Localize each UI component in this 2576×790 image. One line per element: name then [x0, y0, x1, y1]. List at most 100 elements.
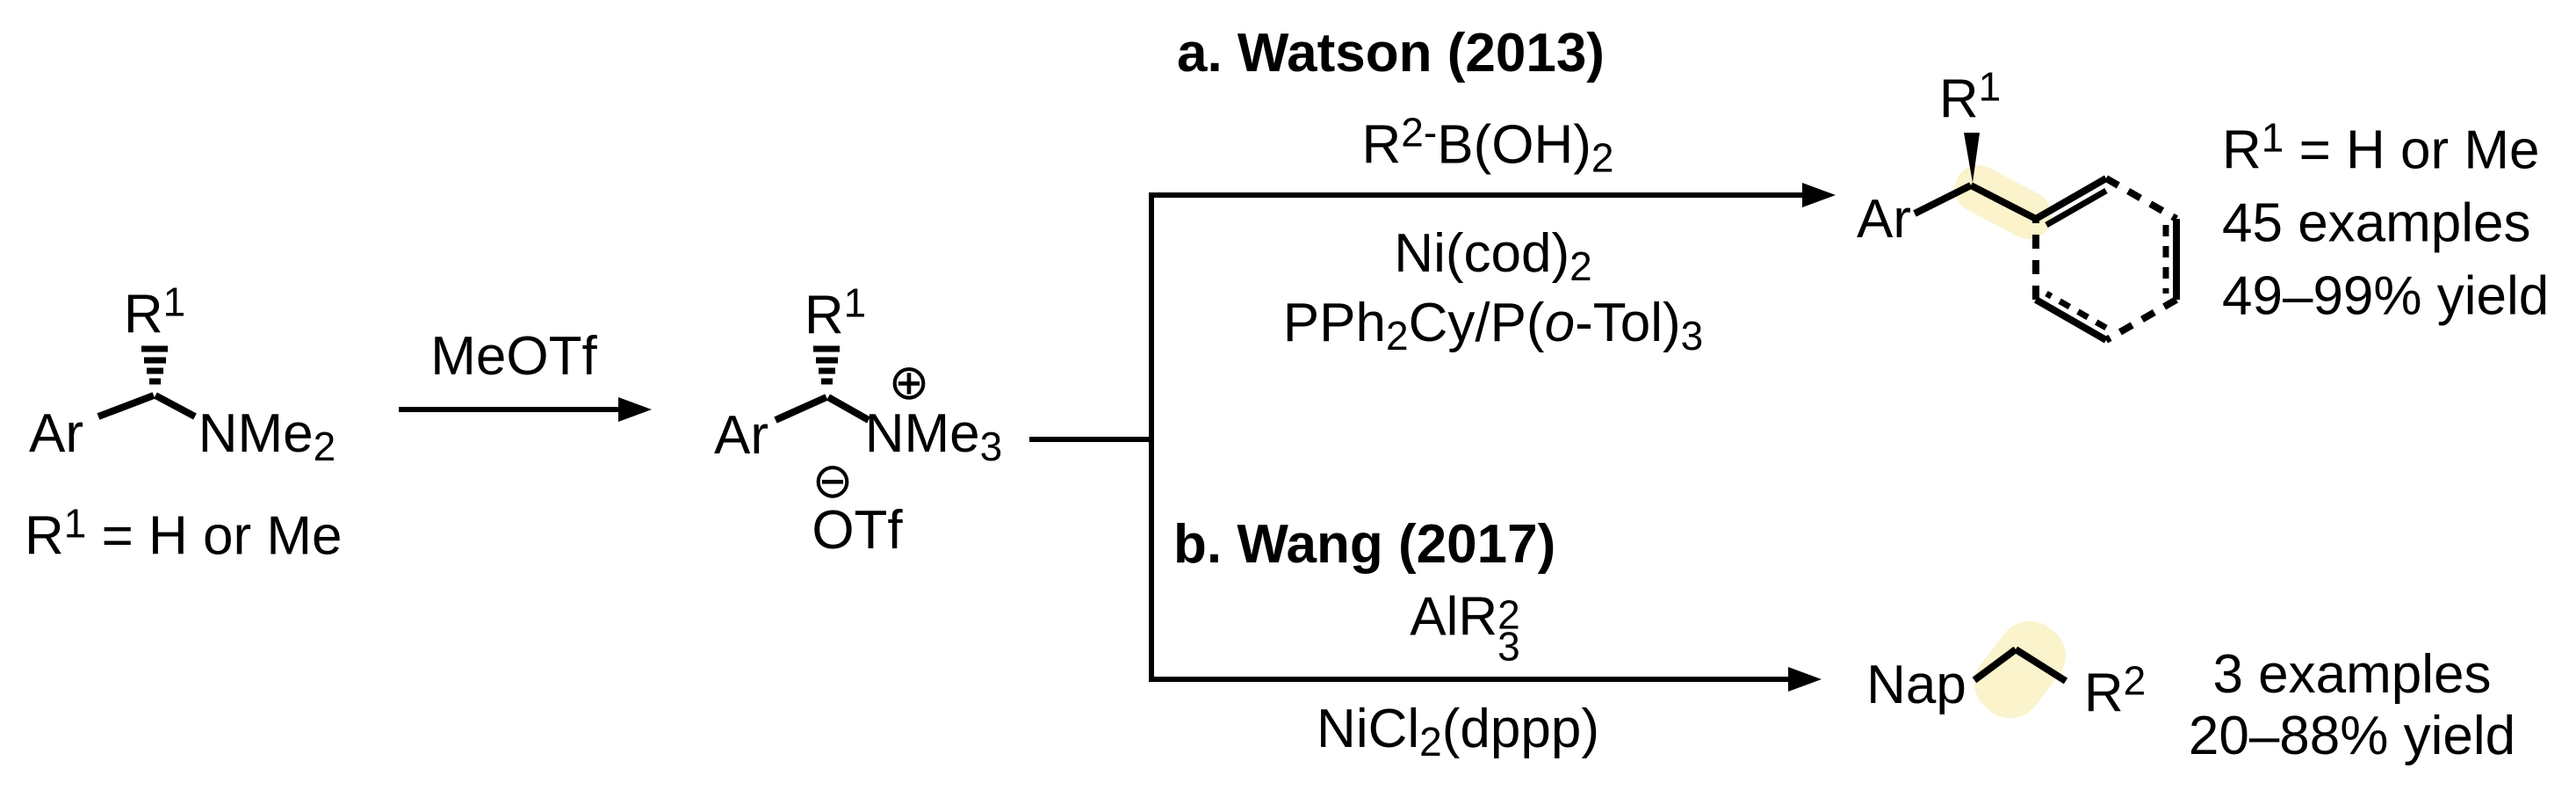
note-base: R [25, 505, 64, 567]
r1-base: R [804, 285, 844, 346]
note-rest: = H or Me [86, 505, 343, 567]
ligand-p3: -Tol) [1575, 292, 1681, 353]
path-a-title-text: a. Watson (2013) [1177, 23, 1605, 83]
path-b-note-1: 3 examples [2212, 644, 2492, 705]
path-a-note-2: 45 examples [2222, 192, 2531, 254]
nap-text: Nap [1866, 655, 1966, 715]
substrate-aryl-label: Ar [29, 407, 83, 461]
catalyst-base: Ni(cod) [1394, 222, 1570, 284]
path-b-catalyst: NiCl2(dppp) [1317, 698, 1599, 765]
alane-base: AlR [1410, 586, 1498, 648]
phenyl-ring [2032, 175, 2180, 344]
catalyst-s1: 2 [1419, 719, 1442, 765]
path-b-title-text: b. Wang (2017) [1173, 514, 1556, 575]
minus-charge-icon: ⊖ [812, 453, 854, 510]
wang-arrow [1151, 667, 1822, 692]
alane-sub: 3 [1497, 623, 1520, 670]
ligand-s2: 3 [1680, 313, 1704, 359]
catalyst-p2: (dppp) [1441, 698, 1599, 759]
product-a-r1-label: R1 [1939, 66, 2001, 127]
alane-sup: 2 [1497, 591, 1520, 638]
r1-base: R [1938, 69, 1979, 130]
watson-product-skeleton [1913, 133, 2180, 344]
product-b-nap-label: Nap [1866, 658, 1966, 713]
solid-wedge [1964, 133, 1980, 183]
aryl-text: Ar [714, 405, 768, 466]
r1-sup: 1 [1978, 63, 2002, 110]
ammonium-r1-label: R1 [805, 282, 866, 343]
ring-bond-dashed [2104, 175, 2178, 222]
catalyst-p1: NiCl [1317, 698, 1420, 759]
ligand-ortho: o [1544, 292, 1576, 353]
bond-line [826, 394, 870, 424]
note-sup: 1 [2261, 114, 2284, 161]
meotf-text: MeOTf [430, 326, 597, 387]
boronic-sup: 2 [1401, 109, 1424, 156]
plus-charge-icon: ⊕ [888, 354, 930, 411]
substrate-amine-label: NMe2 [198, 406, 336, 470]
r1-base: R [123, 284, 163, 345]
path-a-boronic-acid: R2-B(OH)2 [1362, 112, 1614, 178]
arrowhead [1802, 183, 1836, 207]
watson-arrow [1151, 183, 1836, 207]
note-rest: = H or Me [2284, 120, 2540, 181]
ligand-p1: PPh [1282, 292, 1386, 353]
path-a-notes: R1 = H or Me 45 examples 49–99% yield [2222, 101, 2549, 332]
bond-line [154, 392, 197, 420]
bond-highlight [1974, 620, 2066, 719]
ligand-p2: Cy/P( [1408, 292, 1545, 353]
path-a-ligand: PPh2Cy/P(o-Tol)3 [1282, 292, 1704, 359]
ring-bond-solid [2034, 175, 2108, 222]
bond-highlights [1954, 164, 2066, 719]
amine-base: NMe [198, 402, 314, 464]
path-a-catalyst: Ni(cod)2 [1394, 226, 1592, 290]
ligand-s1: 2 [1385, 313, 1409, 359]
aryl-text: Ar [1857, 189, 1911, 250]
ammonium-nme3-label: NMe3 [865, 406, 1003, 470]
ammonium-aryl-label: Ar [714, 409, 768, 463]
amine-sub: 2 [313, 424, 336, 470]
product-a-aryl-label: Ar [1857, 192, 1911, 247]
wang-product-skeleton [1972, 646, 2068, 685]
aryl-text: Ar [29, 403, 83, 464]
path-b-title: b. Wang (2017) [1173, 518, 1555, 572]
substrate-note: R1 = H or Me [25, 503, 343, 563]
substrate-skeleton [97, 345, 197, 420]
ammonium-counterion-label: OTf [812, 504, 902, 558]
bond-line [774, 394, 828, 424]
boronic-sub: 2 [1591, 134, 1614, 181]
meotf-arrow [399, 397, 652, 422]
path-a-note-3: 49–99% yield [2222, 265, 2550, 327]
boronic-mid: B(OH) [1437, 114, 1591, 176]
nme3-sub: 3 [979, 424, 1003, 470]
product-b-r2-label: R2 [2084, 660, 2146, 721]
substrate-r1-label: R1 [124, 281, 185, 342]
r1-sup: 1 [162, 279, 186, 325]
branch-connector [1029, 192, 1154, 682]
note-sup: 1 [63, 500, 87, 547]
bond-line [2013, 646, 2068, 685]
bond-line [1913, 182, 1973, 217]
ring-bond-solid [2034, 296, 2108, 344]
boronic-base: R [1361, 114, 1402, 176]
path-a-title: a. Watson (2013) [1177, 26, 1605, 81]
path-b-note-2: 20–88% yield [2188, 706, 2516, 766]
ring-bond-dashed [2104, 296, 2178, 344]
highlighted-bond [1969, 182, 2038, 222]
r1-sup: 1 [843, 279, 867, 326]
bond-dash: - [1423, 109, 1438, 156]
r2-base: R [2083, 663, 2124, 724]
note-base: R [2222, 120, 2262, 181]
r2-sup: 2 [2123, 657, 2147, 704]
meotf-label: MeOTf [430, 330, 596, 384]
ammonium-skeleton [774, 345, 870, 424]
arrowhead [1788, 667, 1822, 692]
otf-text: OTf [812, 500, 903, 561]
catalyst-sub: 2 [1569, 243, 1592, 290]
highlighted-bond [1972, 646, 2018, 684]
arrowhead [618, 397, 652, 422]
path-b-notes: 3 examples 20–88% yield [2189, 644, 2515, 767]
